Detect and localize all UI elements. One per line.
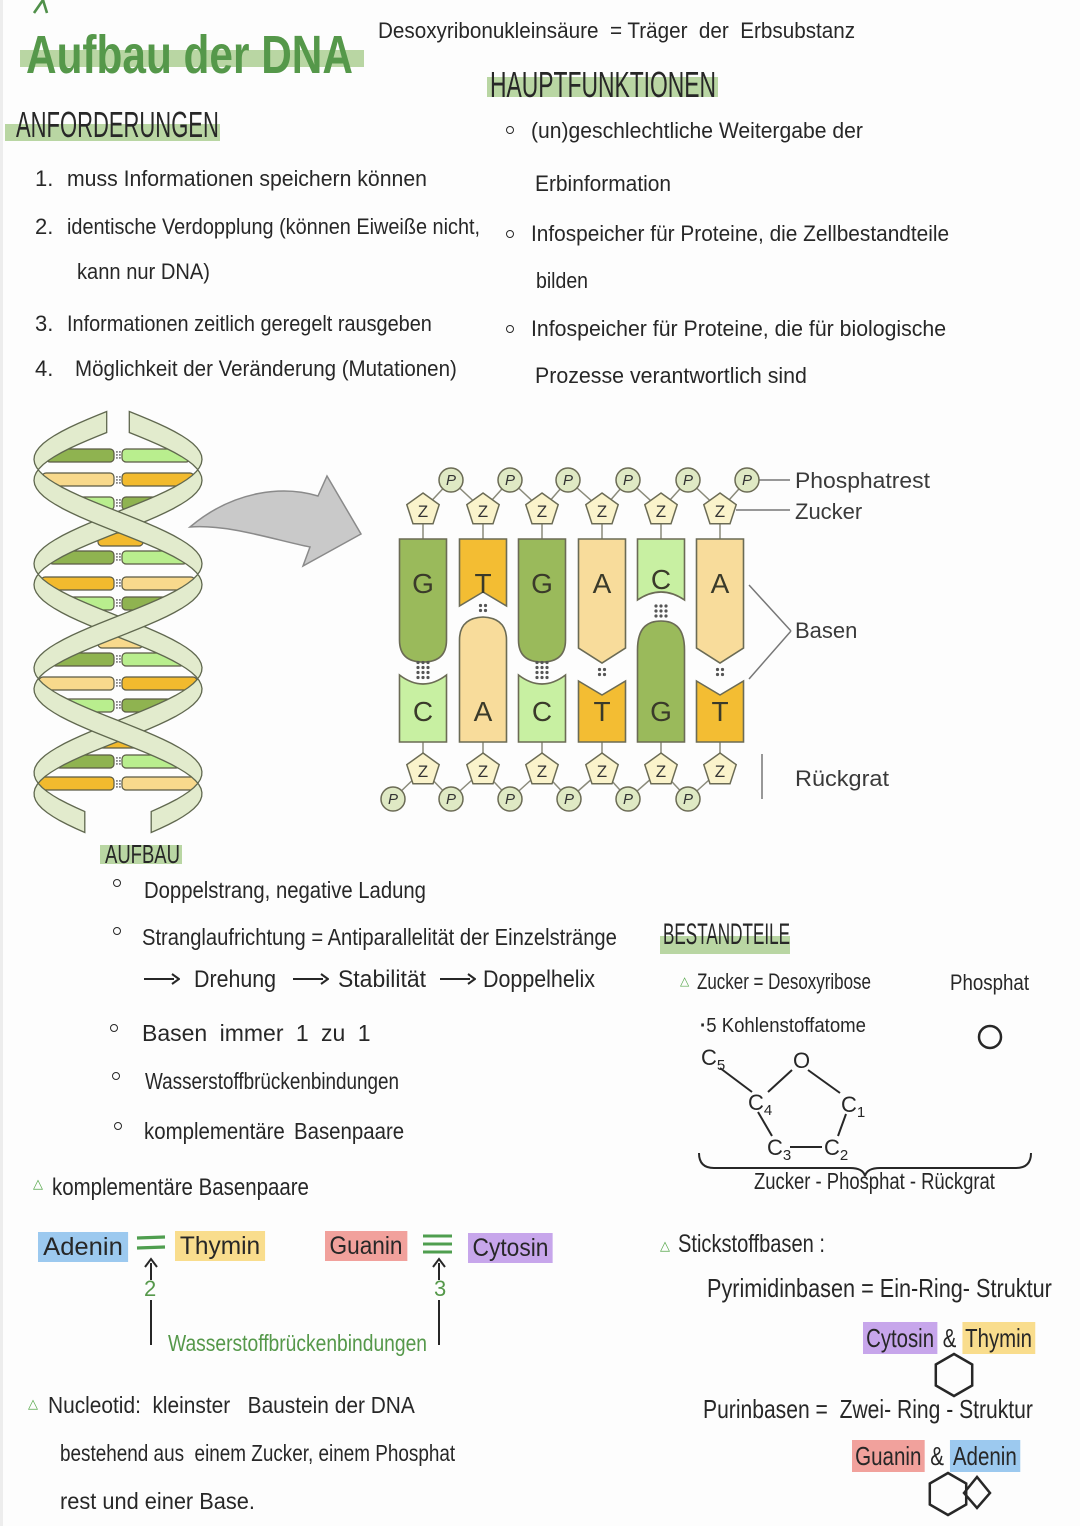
svg-text:P: P <box>683 472 693 489</box>
svg-text:O: O <box>793 1048 810 1073</box>
svg-text:P: P <box>446 791 456 808</box>
svg-text:A: A <box>474 696 493 727</box>
svg-text:P: P <box>683 791 693 808</box>
svg-text:T: T <box>593 696 610 727</box>
svg-text:Z: Z <box>418 762 428 781</box>
svg-text:P: P <box>446 472 456 489</box>
svg-text:Z: Z <box>656 502 666 521</box>
svg-text:P: P <box>388 791 398 808</box>
svg-text:Z: Z <box>597 502 607 521</box>
svg-text:C5: C5 <box>701 1045 725 1074</box>
svg-text:Z: Z <box>597 762 607 781</box>
svg-text:C2: C2 <box>824 1135 848 1164</box>
svg-text:G: G <box>412 568 434 599</box>
svg-text:P: P <box>564 791 574 808</box>
svg-text:C3: C3 <box>767 1135 791 1164</box>
svg-text:C: C <box>413 696 433 727</box>
svg-text:Z: Z <box>715 502 725 521</box>
svg-text:T: T <box>474 568 491 599</box>
svg-text:Z: Z <box>537 502 547 521</box>
svg-text:Z: Z <box>715 762 725 781</box>
svg-text:C: C <box>651 564 671 595</box>
svg-text:C1: C1 <box>841 1092 865 1121</box>
svg-text:P: P <box>623 791 633 808</box>
svg-text:Z: Z <box>537 762 547 781</box>
svg-text:Z: Z <box>656 762 666 781</box>
svg-text:P: P <box>742 472 752 489</box>
svg-text:Z: Z <box>478 502 488 521</box>
svg-text:P: P <box>563 472 573 489</box>
svg-text:P: P <box>505 791 515 808</box>
svg-text:P: P <box>623 472 633 489</box>
svg-text:C: C <box>532 696 552 727</box>
svg-text:C4: C4 <box>748 1090 772 1119</box>
svg-text:T: T <box>711 696 728 727</box>
svg-text:A: A <box>593 568 612 599</box>
svg-text:G: G <box>650 696 672 727</box>
svg-text:G: G <box>531 568 553 599</box>
svg-text:P: P <box>505 472 515 489</box>
svg-text:A: A <box>711 568 730 599</box>
svg-text:Z: Z <box>418 502 428 521</box>
svg-text:Z: Z <box>478 762 488 781</box>
